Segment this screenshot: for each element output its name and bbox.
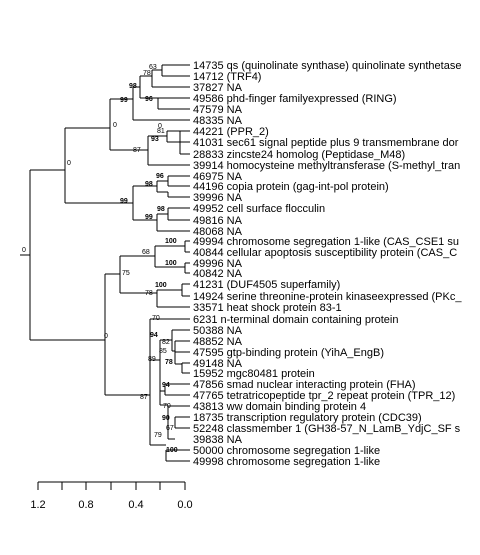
leaf-label: 48335 NA [193,115,243,127]
support-label: 78 [165,359,173,366]
support-label: 100 [155,282,167,289]
support-label: 78 [143,70,151,77]
support-label: 96 [156,173,164,180]
support-label: 98 [129,83,137,90]
support-label: 70 [152,315,160,322]
leaf-label: 48852 NA [193,336,243,348]
leaf-label: 14712 (TRF4) [193,71,261,83]
leaf-label: 47595 gtp-binding protein (YihA_EngB) [193,347,384,359]
support-label: 94 [150,332,158,339]
leaf-label: 15952 mgc80481 protein [193,368,315,380]
leaf-label: 33571 heat shock protein 83-1 [193,302,342,314]
support-label: 0 [113,122,117,129]
support-label: 100 [166,447,178,454]
support-label: 99 [120,97,128,104]
support-label: 79 [154,432,162,439]
leaf-label: 37827 NA [193,82,243,94]
leaf-label: 39996 NA [193,192,243,204]
support-label: 75 [122,270,130,277]
scale-tick-label: 0.0 [177,499,192,511]
support-label: 98 [157,206,165,213]
leaf-label: 41231 (DUF4505 superfamily) [193,279,340,291]
support-label: 0 [22,247,26,254]
support-label: 89 [148,356,156,363]
leaf-label: 49996 NA [193,258,243,270]
leaf-labels: 14735 qs (quinolinate synthase) quinolin… [193,60,462,468]
leaf-label: 44221 (PPR_2) [193,126,269,138]
support-label: 99 [145,214,153,221]
support-label: 63 [149,64,157,71]
leaf-label: 40842 NA [193,268,243,280]
support-labels: 0 0 0 0 0 63 78 98 96 99 81 93 87 96 98 … [22,64,178,454]
leaf-label: 48068 NA [193,226,243,238]
support-label: 100 [165,238,177,245]
leaf-label: 50388 NA [193,325,243,337]
support-label: 78 [145,290,153,297]
leaf-label: 43813 ww domain binding protein 4 [193,401,366,413]
support-label: 90 [162,415,170,422]
support-label: 99 [120,198,128,205]
tree-branches [20,64,190,490]
leaf-label: 49952 cell surface flocculin [193,203,325,215]
leaf-label: 49586 phd-finger familyexpressed (RING) [193,93,397,105]
leaf-label: 49816 NA [193,215,243,227]
leaf-label: 14924 serine threonine-protein kinaseexp… [193,291,462,303]
leaf-label: 39914 homocysteine methyltransferase (S-… [193,160,460,172]
support-label: 87 [133,147,141,154]
support-label: 0 [158,123,162,130]
support-label: 68 [142,249,150,256]
support-label: 70 [163,403,171,410]
leaf-label: 46975 NA [193,171,243,183]
leaf-label: 50000 chromosome segregation 1-like [193,445,380,457]
leaf-label: 28833 zincste24 homolog (Peptidase_M48) [193,149,405,161]
scale-tick-label: 0.8 [78,499,93,511]
support-label: 100 [165,260,177,267]
leaf-label: 40844 cellular apoptosis susceptibility … [193,247,457,259]
support-label: 85 [159,348,167,355]
support-label: 0 [67,160,71,167]
support-label: 93 [151,136,159,143]
support-label: 94 [162,382,170,389]
leaf-label: 47579 NA [193,104,243,116]
support-label: 67 [166,425,174,432]
leaf-label: 39838 NA [193,434,243,446]
leaf-label: 49148 NA [193,358,243,370]
leaf-label: 14735 qs (quinolinate synthase) quinolin… [193,60,461,72]
leaf-label: 52248 classmember 1 (GH38-57_N_LamB_YdjC… [193,423,461,435]
leaf-label: 47856 smad nuclear interacting protein (… [193,379,416,391]
leaf-label: 18735 transcription regulatory protein (… [193,412,422,424]
leaf-label: 47765 tetratricopeptide tpr_2 repeat pro… [193,390,455,402]
scale-axis: 1.2 0.8 0.4 0.0 [30,499,192,511]
support-label: 96 [145,96,153,103]
leaf-label: 44196 copia protein (gag-int-pol protein… [193,181,389,193]
scale-tick-label: 1.2 [30,499,45,511]
support-label: 87 [140,394,148,401]
support-label: 81 [157,128,165,135]
support-label: 82 [162,339,170,346]
leaf-label: 49998 chromosome segregation 1-like [193,456,380,468]
scale-tick-label: 0.4 [128,499,143,511]
leaf-label: 49994 chromosome segregation 1-like (CAS… [193,236,459,248]
leaf-label: 41031 sec61 signal peptide plus 9 transm… [193,137,459,149]
support-label: 0 [104,333,108,340]
leaf-label: 6231 n-terminal domain containing protei… [193,314,398,326]
support-label: 98 [145,181,153,188]
